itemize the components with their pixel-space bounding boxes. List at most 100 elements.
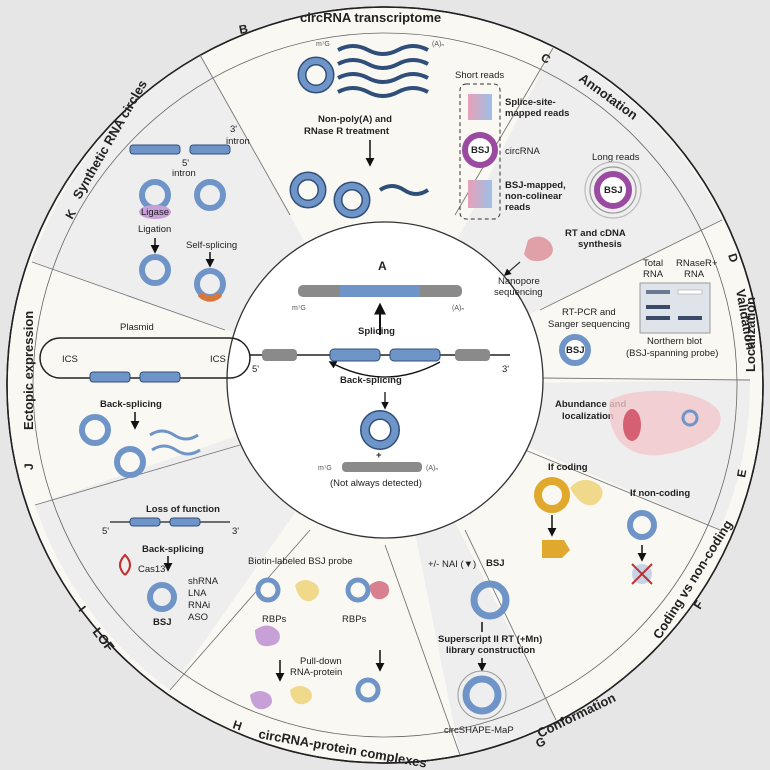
exon-a2 (389, 348, 441, 362)
rt-2: synthesis (578, 239, 622, 250)
letter-e: E (734, 468, 749, 478)
bsj-c: BSJ (471, 145, 489, 156)
rbps-h2: RBPs (342, 614, 367, 625)
panel-h: Biotin-labeled BSJ probe RBPs RBPs Pull-… (248, 556, 390, 710)
circrna-i (147, 582, 177, 612)
three-k: 3' (230, 124, 237, 135)
m7g-a: m⁷G (292, 305, 306, 312)
polya-label-b: (A)ₙ (432, 41, 444, 48)
rnaser-2: RNA (684, 269, 705, 280)
panel-c: Short reads BSJ Splice-site- mapped read… (455, 70, 642, 298)
long-read-circle (594, 171, 632, 209)
wedge-dividers (31, 47, 751, 756)
noncoding-circrna (627, 510, 657, 540)
cas13-label: Cas13 (138, 564, 165, 575)
five-k: 5' (182, 158, 189, 169)
pull-2: RNA-protein (290, 667, 342, 678)
exon-k2 (189, 144, 231, 155)
polya-a2: (A)ₙ (426, 465, 438, 472)
title-j: Ectopic expression (21, 311, 36, 430)
plasmid: Plasmid (120, 322, 154, 333)
bsj-mapped-3: reads (505, 202, 530, 213)
circrna-j2 (114, 446, 146, 478)
cas13 (119, 553, 131, 576)
panel-k: 3' intron 5' intron Ligase Ligation Self… (129, 124, 250, 302)
m7g-label-b: m⁷G (316, 41, 330, 48)
exon-j1 (89, 371, 131, 383)
circrna-k3 (194, 179, 226, 211)
ics-right: ICS (210, 354, 226, 365)
three-a: 3' (502, 364, 509, 375)
letter-j: J (22, 463, 36, 470)
rnai: RNAi (188, 600, 210, 611)
panel-a: A m⁷G (A)ₙ Splicing 5' 3' Back-splicing … (250, 259, 510, 489)
rbp-purple (255, 625, 280, 647)
plus-a: + (376, 450, 382, 461)
letter-f: F (691, 598, 707, 612)
panel-f: If coding If non-coding (534, 462, 690, 585)
lna: LNA (188, 588, 207, 599)
loss-of-function: Loss of function (146, 504, 220, 515)
circrna-c: circRNA (505, 146, 540, 157)
exon-a1 (329, 348, 381, 362)
intron-left: intron (172, 168, 196, 179)
circrna-h1 (255, 577, 281, 603)
peptide (542, 540, 570, 558)
short-reads: Short reads (455, 70, 504, 81)
cell-shape (609, 390, 721, 456)
bsj-circle-d (559, 334, 591, 366)
rbp-yellow (295, 580, 319, 602)
shape-circle (462, 675, 502, 715)
linear-rna-wave (337, 44, 429, 56)
panel-g: +/- NAI (▼) BSJ Superscript II RT (+Mn) … (428, 558, 542, 736)
panel-i: Loss of function 5' 3' Back-splicing Cas… (102, 504, 239, 628)
circrna-h2 (345, 577, 371, 603)
ics-left: ICS (62, 354, 78, 365)
circrna-g (470, 580, 510, 620)
circrna-j1 (79, 414, 111, 446)
polya-a: (A)ₙ (452, 305, 464, 312)
intron-right: intron (226, 136, 250, 147)
ss-1: Superscript II RT (+Mn) (438, 634, 542, 645)
splice-1: Splice-site- (505, 97, 556, 108)
back-j: Back-splicing (100, 399, 162, 410)
bsj-c2: BSJ (604, 185, 622, 196)
letter-h: H (231, 718, 244, 734)
b-line2: RNase R treatment (304, 126, 390, 137)
degraded-rna (378, 184, 430, 196)
rbps-h1: RBPs (262, 614, 287, 625)
exon-a3 (455, 349, 490, 361)
five-i: 5' (102, 526, 109, 537)
letter-i: I (76, 603, 89, 614)
nano-1: Nanopore (498, 276, 540, 287)
abund-2: localization (562, 411, 614, 422)
exon-i1 (129, 517, 161, 527)
bsj-circle-c (462, 132, 498, 168)
short-reads-box (459, 83, 501, 220)
panel-j: Plasmid ICS ICS Back-splicing (39, 322, 251, 478)
bsj-i: BSJ (153, 617, 171, 628)
pull-1: Pull-down (300, 656, 342, 667)
exon-i2 (169, 517, 201, 527)
panel-e: Abundance and localization (555, 390, 721, 456)
nucleus (623, 409, 641, 441)
rtpcr-1: RT-PCR and (562, 307, 616, 318)
rtpcr-2: Sanger sequencing (548, 319, 630, 330)
center-panel-a (226, 221, 544, 539)
if-coding: If coding (548, 462, 588, 473)
bsj-g: BSJ (486, 558, 504, 569)
splicing-label: Splicing (358, 326, 395, 337)
rnaser-1: RNaseR+ (676, 258, 718, 269)
title-e: Localization (743, 297, 758, 372)
coding-circrna (534, 477, 570, 513)
ligase: Ligase (141, 207, 169, 218)
title-band-outer (6, 6, 764, 764)
bsj-mapped-2: non-colinear (505, 191, 562, 202)
aso: ASO (188, 612, 208, 623)
total-1: Total (643, 258, 663, 269)
m7g-a2: m⁷G (318, 465, 332, 472)
self-splicing: Self-splicing (186, 240, 237, 251)
back-i: Back-splicing (142, 544, 204, 555)
